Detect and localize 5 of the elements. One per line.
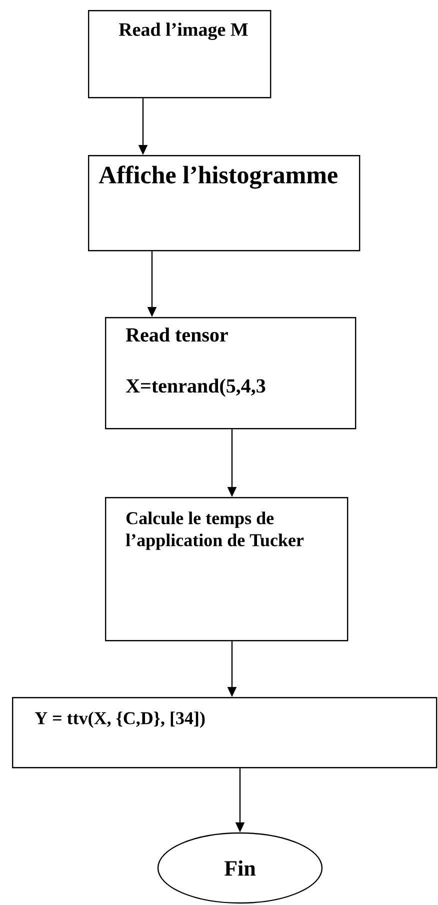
process-box: Calcule le temps de l’application de Tucker: [105, 497, 348, 642]
process-box: Read tensor X=tenrand(5,4,3: [105, 317, 356, 430]
process-box: Affiche l’histogramme: [88, 155, 360, 252]
process-box: Read l’image M: [88, 10, 272, 98]
process-box: Y = ttv(X, {C,D}, [34]): [12, 697, 438, 768]
